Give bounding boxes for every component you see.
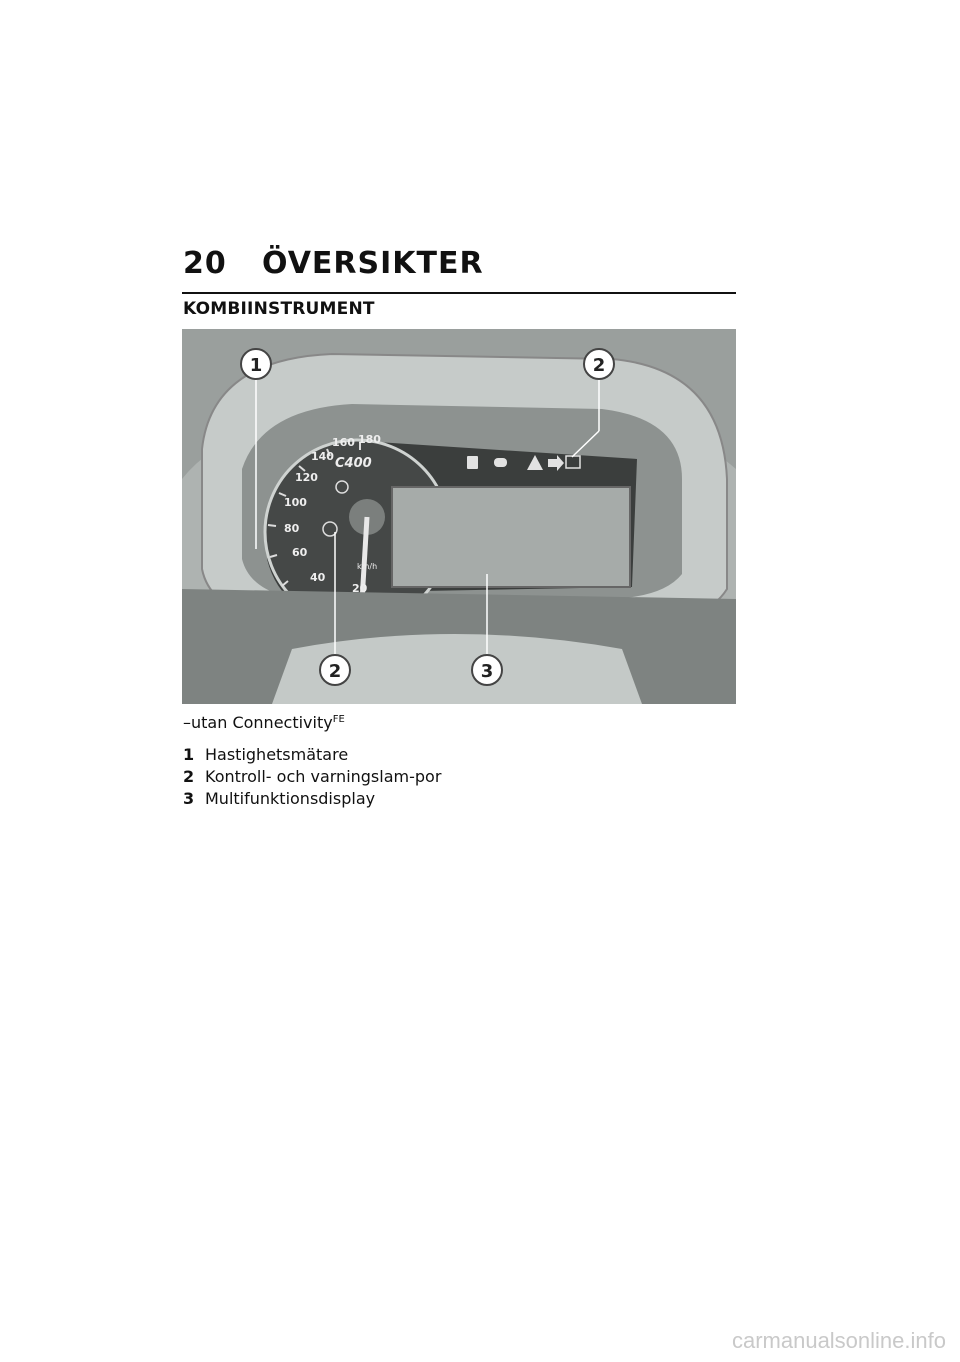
- speed-tick-120: 120: [295, 471, 318, 484]
- abs-icon: [335, 480, 349, 494]
- page-number: 20: [183, 246, 227, 281]
- multifunction-display: [391, 486, 631, 588]
- speed-tick-60: 60: [292, 546, 308, 559]
- callout-2-bottom-circle: [319, 654, 351, 686]
- caption-text: –utan Connectivity: [183, 713, 333, 732]
- callout-3: 3: [481, 661, 494, 682]
- arrow-right-icon: [548, 455, 564, 471]
- chapter-title: ÖVERSIKTER: [262, 246, 484, 281]
- high-beam-icon: [494, 458, 507, 467]
- legend-text: Hastighetsmätare: [205, 745, 349, 764]
- warning-triangle-icon: [527, 455, 543, 470]
- speed-tick-80: 80: [284, 522, 300, 535]
- speed-tick-100: 100: [284, 496, 307, 509]
- legend-text: Multifunktionsdisplay: [205, 789, 376, 808]
- speed-unit: km/h: [357, 562, 377, 571]
- legend-item: 1 Hastighetsmätare: [183, 744, 455, 766]
- warning-circle-icon: [322, 521, 338, 537]
- figure-caption: –utan ConnectivityFE: [183, 713, 345, 732]
- instrument-cluster-illustration: 20 40 60 80 100 120 140 160 180 C400 km/…: [182, 329, 736, 704]
- warning-lights-row: [467, 455, 581, 471]
- legend-number: 1: [183, 745, 195, 764]
- legend-number: 3: [183, 789, 195, 808]
- speed-tick-160: 160: [332, 436, 355, 449]
- speed-tick-140: 140: [311, 450, 334, 463]
- legend-item: 3 Multifunktionsdisplay: [183, 788, 455, 810]
- header-rule: [182, 292, 736, 294]
- fuel-icon: [467, 456, 478, 469]
- legend-item: 2 Kontroll- och varningslam-por: [183, 766, 455, 788]
- legend-list: 1 Hastighetsmätare 2 Kontroll- och varni…: [183, 744, 455, 810]
- callout-3-circle: [471, 654, 503, 686]
- legend-text: Kontroll- och varningslam-por: [205, 767, 442, 786]
- speed-tick-180: 180: [358, 433, 381, 446]
- model-logo: C400: [335, 456, 372, 471]
- watermark: carmanualsonline.info: [731, 1328, 946, 1353]
- instrument-cluster-figure: 20 40 60 80 100 120 140 160 180 C400 km/…: [182, 329, 736, 704]
- section-title: KOMBIINSTRUMENT: [183, 299, 375, 319]
- callout-1: 1: [250, 355, 263, 376]
- callout-2-bottom: 2: [329, 661, 342, 682]
- speed-tick-40: 40: [310, 571, 326, 584]
- callout-2-top-circle: [583, 348, 615, 380]
- legend-number: 2: [183, 767, 195, 786]
- caption-superscript: FE: [332, 714, 345, 725]
- callout-2-top: 2: [593, 355, 606, 376]
- speed-tick-20: 20: [352, 582, 368, 595]
- callout-1-circle: [240, 348, 272, 380]
